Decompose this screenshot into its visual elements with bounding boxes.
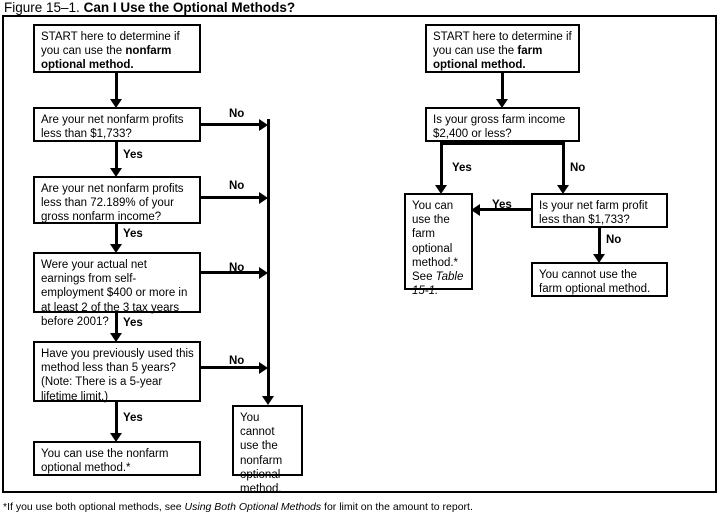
connector-nonfarm-q2-no [201, 196, 263, 199]
farm-no-result-box: You cannot use the farm optional method. [531, 262, 668, 297]
farm-question-1-text: Is your gross farm income $2,400 or less… [433, 114, 566, 141]
farm-question-2-box: Is your net farm profit less than $1,733… [531, 193, 668, 228]
connector-nonfarm-q1-yes [115, 142, 118, 173]
nonfarm-question-1-text: Are your net nonfarm profits less than $… [41, 114, 184, 141]
nonfarm-start-box: START here to determine if you can use t… [33, 24, 201, 73]
arrowhead-nonfarm-q2-no [259, 192, 268, 204]
nonfarm-no-result-text: You cannot use the nonfarm optional meth… [240, 412, 283, 496]
label-farm-q1-yes: Yes [452, 162, 472, 174]
farm-no-result-text: You cannot use the farm optional method. [539, 269, 651, 296]
arrowhead-nonfarm-q1 [110, 99, 122, 108]
farm-start-line3: optional method. [433, 59, 526, 72]
arrowhead-farm-no-result [593, 254, 605, 263]
nonfarm-question-4-box: Have you previously used this method les… [33, 341, 201, 403]
farm-yes-result-table-ref: Table 15-1. [412, 271, 464, 298]
farm-start-line2-bold: farm [517, 45, 543, 58]
arrowhead-nonfarm-q1-no [259, 119, 268, 131]
label-nonfarm-q1-yes: Yes [123, 149, 143, 161]
nonfarm-question-2-text: Are your net nonfarm profits less than 7… [41, 183, 184, 224]
farm-start-line1: START here to determine if [433, 31, 572, 43]
label-nonfarm-q4-no: No [229, 355, 245, 367]
label-farm-q2-yes: Yes [492, 199, 512, 211]
footnote-suffix: for limit on the amount to report. [321, 501, 473, 513]
nonfarm-no-result-box: You cannot use the nonfarm optional meth… [232, 405, 303, 495]
nonfarm-question-4-text: Have you previously used this method les… [41, 348, 194, 403]
connector-farm-q1-split [440, 142, 565, 145]
label-farm-q2-no: No [606, 234, 622, 246]
figure-caption: Figure 15–1. Can I Use the Optional Meth… [4, 0, 295, 15]
label-nonfarm-q2-yes: Yes [123, 228, 143, 240]
farm-start-line2: you can use the [433, 45, 518, 58]
arrowhead-nonfarm-q4-no [259, 362, 268, 374]
nonfarm-start-line2: you can use the [41, 45, 126, 58]
nonfarm-question-3-box: Were your actual net earnings from self-… [33, 252, 201, 328]
label-nonfarm-q4-yes: Yes [123, 412, 143, 424]
farm-yes-result-text: You can use the farm optional method.* S… [412, 200, 459, 284]
label-nonfarm-q3-yes: Yes [123, 317, 143, 329]
arrowhead-nonfarm-q3 [110, 244, 122, 253]
label-nonfarm-q2-no: No [229, 180, 245, 192]
arrowhead-nonfarm-no-result [262, 396, 274, 405]
connector-farm-q2-no [598, 228, 601, 259]
arrowhead-nonfarm-q3-no [259, 267, 268, 279]
connector-farm-start-to-q1 [501, 73, 504, 104]
footnote-prefix: *If you use both optional methods, see [3, 501, 185, 513]
connector-nonfarm-start-to-q1 [115, 73, 118, 104]
nonfarm-start-line1: START here to determine if [41, 31, 180, 43]
arrowhead-farm-q2 [557, 185, 569, 194]
page-title: Can I Use the Optional Methods? [83, 0, 296, 15]
label-farm-q1-no: No [570, 162, 586, 174]
nonfarm-start-line2-bold: nonfarm [125, 45, 172, 58]
connector-nonfarm-q4-yes [115, 402, 118, 438]
farm-question-1-box: Is your gross farm income $2,400 or less… [425, 107, 580, 142]
figure-number: Figure 15–1. [4, 0, 80, 15]
nonfarm-question-2-box: Are your net nonfarm profits less than 7… [33, 176, 201, 224]
nonfarm-question-1-box: Are your net nonfarm profits less than $… [33, 107, 201, 142]
connector-nonfarm-q4-no [201, 366, 263, 369]
nonfarm-yes-result-text: You can use the nonfarm optional method.… [41, 448, 169, 475]
arrowhead-farm-q2-yes [471, 204, 480, 216]
connector-nonfarm-q3-yes [115, 313, 118, 338]
label-nonfarm-q1-no: No [229, 108, 245, 120]
connector-nonfarm-q1-no [201, 123, 263, 126]
connector-farm-q1-no [562, 142, 565, 190]
arrowhead-farm-q1 [496, 99, 508, 108]
label-nonfarm-q3-no: No [229, 262, 245, 274]
farm-question-2-text: Is your net farm profit less than $1,733… [539, 200, 648, 227]
connector-nonfarm-q3-no [201, 271, 263, 274]
nonfarm-question-3-text: Were your actual net earnings from self-… [41, 259, 188, 328]
figure-footnote: *If you use both optional methods, see U… [3, 501, 473, 513]
nonfarm-yes-result-box: You can use the nonfarm optional method.… [33, 441, 201, 476]
arrowhead-nonfarm-yes-result [110, 433, 122, 442]
arrowhead-farm-yes-result [435, 185, 447, 194]
connector-nonfarm-q2-yes [115, 224, 118, 249]
connector-farm-q2-yes [480, 208, 531, 211]
farm-start-box: START here to determine if you can use t… [425, 24, 580, 73]
arrowhead-nonfarm-q2 [110, 168, 122, 177]
nonfarm-start-line3: optional method. [41, 59, 134, 72]
farm-yes-result-box: You can use the farm optional method.* S… [404, 193, 473, 297]
connector-nonfarm-no-collector [267, 119, 270, 398]
arrowhead-nonfarm-q4 [110, 333, 122, 342]
footnote-italic-ref: Using Both Optional Methods [184, 501, 322, 513]
connector-farm-q1-yes [440, 142, 443, 190]
